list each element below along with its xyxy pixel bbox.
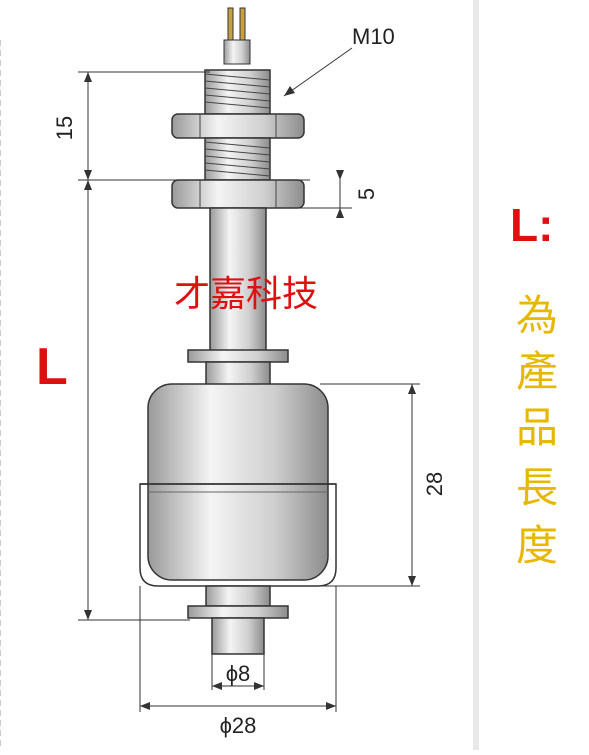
lower-nut bbox=[171, 179, 305, 209]
legend-char-1: 為 bbox=[516, 291, 559, 340]
thread-section bbox=[204, 69, 271, 115]
dim-nut-label: 5 bbox=[354, 188, 379, 200]
dim-stem-label: ϕ8 bbox=[226, 661, 251, 686]
bottom-stop bbox=[187, 585, 289, 655]
legend-char-2: 產 bbox=[516, 347, 559, 396]
thread-mid bbox=[204, 137, 271, 181]
watermark-text: 才嘉科技 bbox=[174, 274, 318, 315]
dim-base-label: ϕ28 bbox=[220, 713, 257, 738]
legend-panel bbox=[479, 0, 589, 750]
float-body bbox=[139, 383, 337, 587]
length-symbol: L bbox=[36, 338, 68, 396]
dimension-arrows bbox=[84, 72, 416, 710]
dimension-lines bbox=[78, 47, 420, 712]
thread-label: M10 bbox=[352, 24, 395, 49]
stem-tube bbox=[209, 207, 267, 357]
legend-char-4: 長 bbox=[516, 463, 559, 512]
dim-float-label: 28 bbox=[422, 472, 447, 496]
dim-top-label: 15 bbox=[52, 116, 77, 140]
legend-symbol: L: bbox=[510, 199, 554, 251]
legend-char-5: 度 bbox=[516, 521, 559, 570]
top-nut bbox=[171, 113, 305, 139]
legend-char-3: 品 bbox=[516, 403, 559, 452]
wire-leads bbox=[223, 7, 251, 65]
upper-stop-ring bbox=[187, 349, 289, 363]
panel-divider bbox=[473, 0, 479, 750]
